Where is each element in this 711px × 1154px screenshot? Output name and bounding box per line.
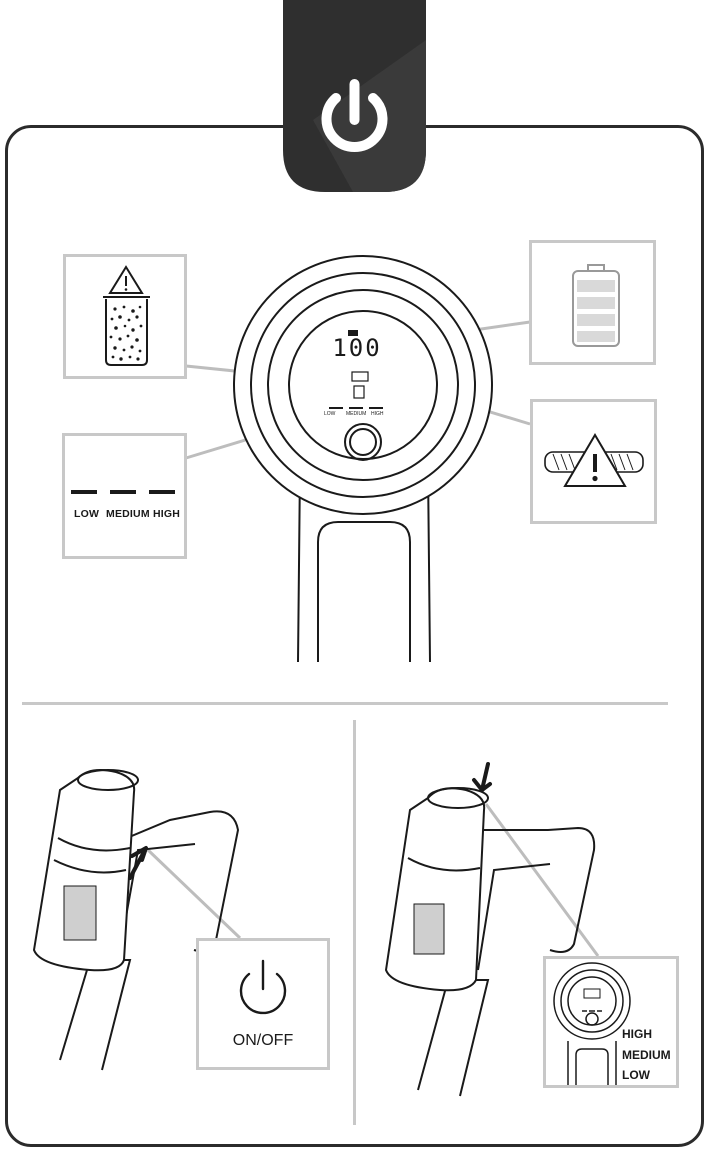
vertical-divider: [353, 720, 356, 1125]
speed-low-label: LOW: [622, 1068, 650, 1082]
power-button-label: ON/OFF: [232, 1032, 294, 1049]
legend-medium: MEDIUM: [106, 508, 150, 520]
speed-high-label: HIGH: [622, 1027, 652, 1041]
power-button-icon: [239, 959, 287, 1015]
power-button-callout: ON/OFF: [196, 938, 330, 1070]
mini-display-icon: [553, 962, 631, 1085]
power-icon: [321, 79, 388, 152]
display-percent: 100: [332, 334, 382, 362]
speed-bars: [71, 490, 175, 494]
speed-legend-callout: LOW MEDIUM HIGH: [62, 433, 187, 559]
vacuum-speed-illustration: [384, 762, 596, 1097]
vacuum-display-diagram: [233, 255, 493, 663]
vacuum-power-illustration: [32, 769, 240, 1071]
legend-low: LOW: [74, 508, 100, 520]
display-speed-medium: MEDIUM: [346, 411, 367, 417]
dustbin-callout: [63, 254, 187, 379]
speed-adjust-callout: HIGH MEDIUM LOW: [543, 956, 679, 1088]
legend-high: HIGH: [153, 508, 181, 520]
power-tab: [283, 0, 426, 192]
display-speed-high: HIGH: [371, 411, 384, 417]
brush-warning-callout: [530, 399, 657, 524]
dustbin-full-warning-icon: [103, 265, 150, 366]
battery-icon: [572, 264, 620, 347]
brush-roll-warning-icon: [544, 433, 644, 487]
speed-medium-label: MEDIUM: [622, 1048, 671, 1062]
horizontal-divider: [22, 702, 668, 705]
battery-callout: [529, 240, 656, 365]
display-speed-low: LOW: [324, 411, 336, 417]
